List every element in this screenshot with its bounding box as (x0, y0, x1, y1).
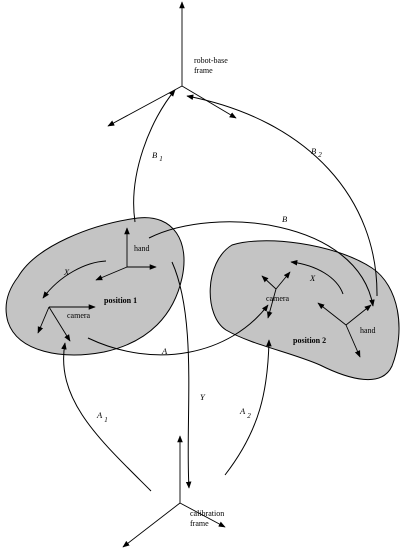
position-2-region (209, 240, 400, 380)
y-label: Y (200, 392, 206, 402)
robot-base-label-line1: robot-base (194, 56, 228, 65)
b1-arrow (133, 89, 176, 223)
position-2-x-label: X (309, 273, 316, 283)
position-2-hand-label: hand (360, 326, 376, 335)
position-1-camera-frame (37, 304, 96, 342)
a-arrow (87, 304, 269, 356)
position-1-hand-frame (95, 227, 157, 281)
b-label: B (282, 214, 287, 224)
position-2-hand-frame (317, 302, 372, 358)
position-1-x-arrow (42, 260, 107, 299)
calibration-label-line2: frame (190, 519, 209, 528)
position-1-title: position 1 (104, 296, 137, 305)
a-label: A (161, 346, 168, 356)
robot-base-label-line2: frame (194, 66, 213, 75)
position-2-camera-label: camera (266, 294, 290, 303)
calibration-frame-axes (122, 435, 226, 548)
a1-arrow (61, 342, 152, 492)
position-2-title: position 2 (293, 336, 326, 345)
calibration-label-line1: calibration (190, 509, 224, 518)
b2-arrow (186, 94, 378, 297)
a2-arrow (224, 339, 272, 476)
position-1-camera-label: camera (67, 311, 91, 320)
position-2-x-arrow (290, 259, 344, 295)
position-1-region (5, 217, 185, 356)
y-arrow (171, 261, 192, 489)
position-1-x-label: X (63, 267, 70, 277)
position-1-hand-label: hand (134, 244, 150, 253)
b-arrow (148, 221, 375, 307)
position-2-camera-frame (261, 271, 291, 319)
